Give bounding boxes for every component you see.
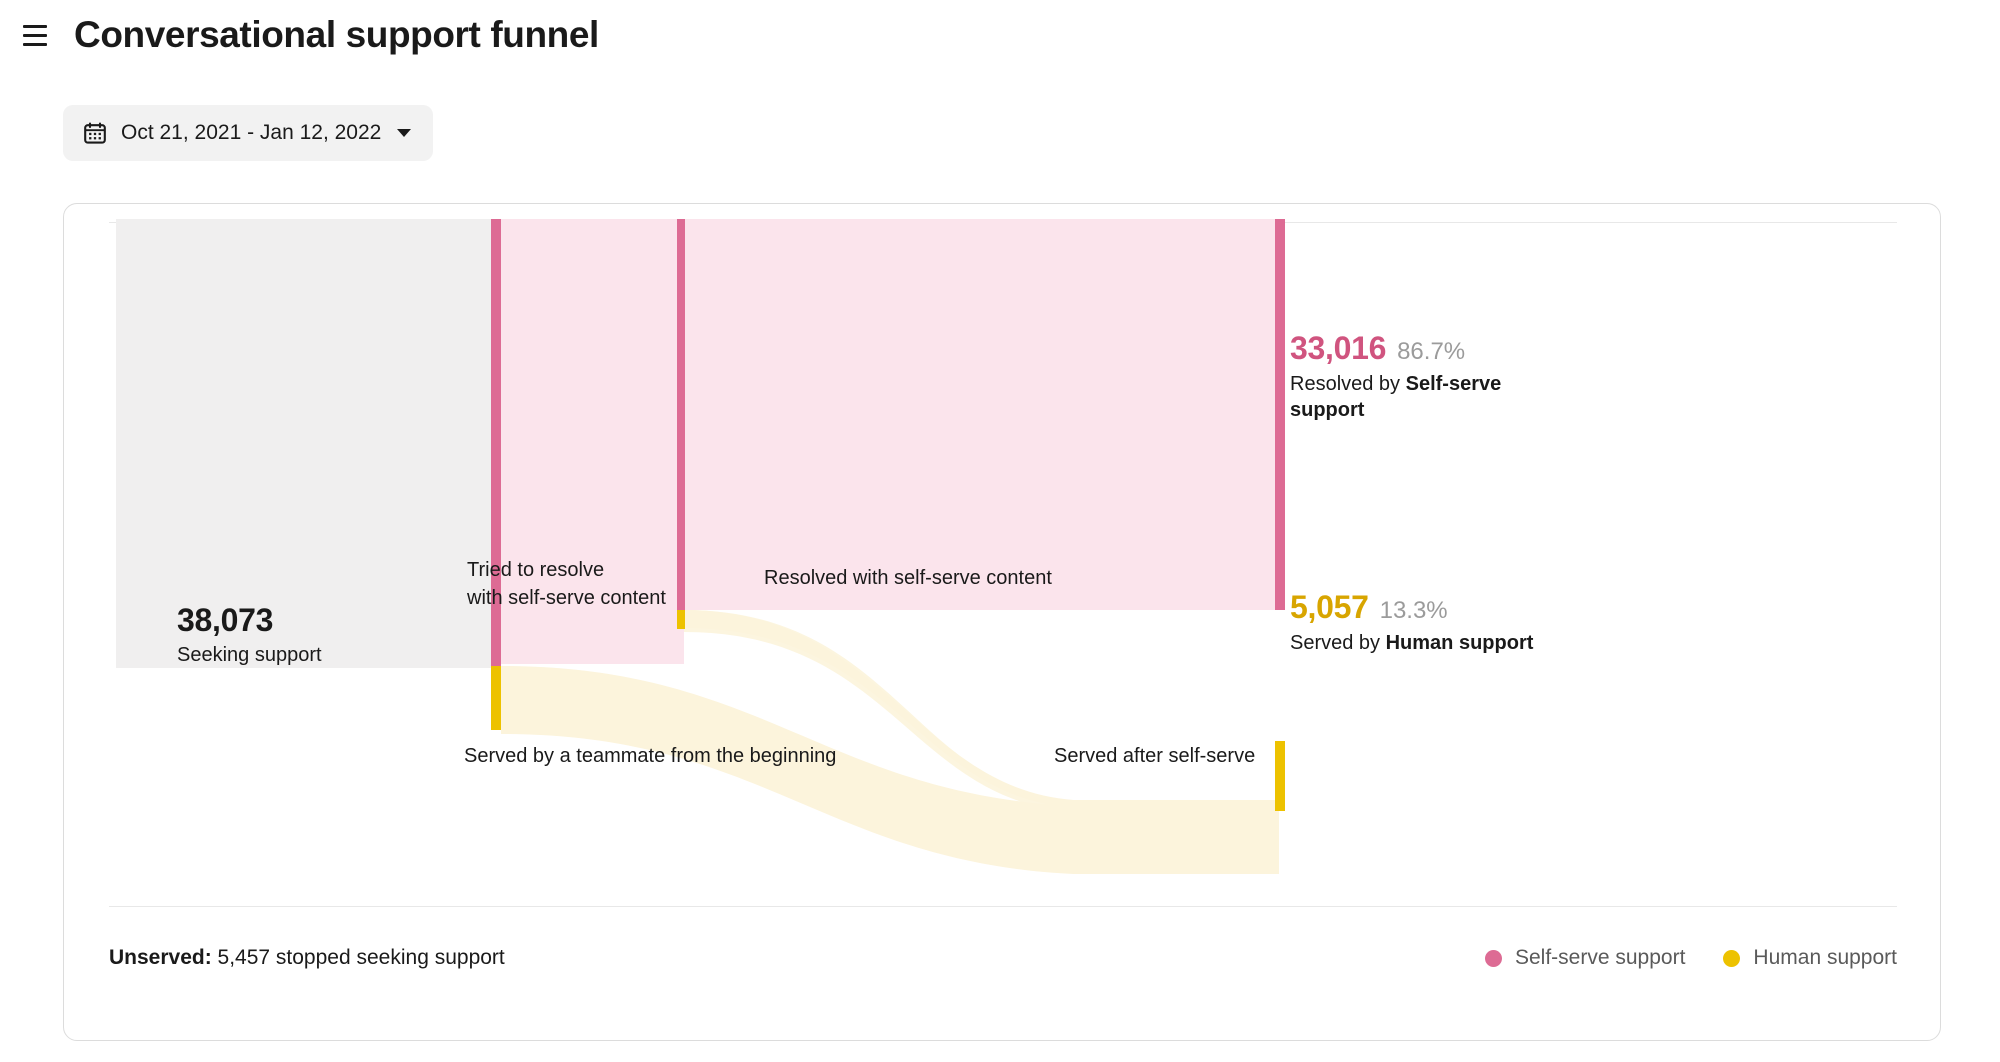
node-seeking-support: [116, 219, 491, 668]
flow-teammate-from-beginning: [501, 666, 1279, 874]
node-bar-human-2: [677, 610, 685, 629]
outcome-human-prefix: Served by: [1290, 632, 1386, 654]
node-bar-human-1: [491, 666, 501, 730]
outcome-human-support: 5,057 13.3% Served by Human support: [1290, 589, 1533, 656]
unserved-summary: Unserved: 5,457 stopped seeking support: [109, 946, 505, 970]
date-range-label: Oct 21, 2021 - Jan 12, 2022: [121, 121, 382, 144]
calendar-icon: [83, 121, 107, 145]
outcome-human-value: 5,057: [1290, 589, 1369, 625]
card-bottom-divider: [109, 906, 1897, 907]
outcome-self-serve-value: 33,016: [1290, 330, 1387, 366]
flow-label-resolved-self-serve: Resolved with self-serve content: [764, 567, 1052, 589]
flow-tried-self-serve: [501, 219, 684, 664]
chart-legend: Self-serve support Human support: [1485, 946, 1897, 970]
outcome-human-percent: 13.3%: [1379, 597, 1448, 624]
outcome-human-caption: Served by Human support: [1290, 630, 1533, 656]
legend-dot-self-serve-icon: [1485, 949, 1502, 967]
outcome-self-serve-percent: 86.7%: [1397, 338, 1466, 365]
chevron-down-icon: [397, 129, 412, 137]
sankey-svg: [116, 219, 1285, 874]
funnel-footer: Unserved: 5,457 stopped seeking support …: [64, 906, 1942, 1042]
legend-label-human: Human support: [1753, 946, 1897, 969]
node-bar-self-serve-out: [1275, 219, 1285, 610]
legend-item-human[interactable]: Human support: [1723, 946, 1897, 970]
hamburger-menu-icon[interactable]: [18, 18, 52, 52]
source-value: 38,073: [177, 602, 274, 638]
flow-label-tried-self-serve: Tried to resolve with self-serve content: [467, 559, 666, 610]
page-title: Conversational support funnel: [74, 14, 599, 55]
date-range-picker[interactable]: Oct 21, 2021 - Jan 12, 2022: [63, 105, 434, 161]
flow-label-served-after-self-serve: Served after self-serve: [1054, 745, 1256, 767]
funnel-card: 38,073 Seeking support Tried to resolve …: [63, 203, 1941, 1041]
flow-label-teammate-from-beginning: Served by a teammate from the beginning: [464, 745, 837, 767]
source-node-label: 38,073 Seeking support: [177, 602, 322, 667]
outcome-self-serve-prefix: Resolved by: [1290, 373, 1406, 395]
legend-dot-human-icon: [1723, 949, 1741, 967]
unserved-label: Unserved:: [109, 946, 212, 969]
outcome-self-serve-support: 33,016 86.7% Resolved by Self-serve supp…: [1290, 330, 1538, 424]
flow-resolved-self-serve: [684, 219, 1279, 610]
outcome-self-serve-strong: Self-serve support: [1290, 373, 1502, 422]
node-bar-human-out: [1275, 741, 1285, 811]
legend-item-self-serve[interactable]: Self-serve support: [1485, 946, 1685, 970]
node-bar-self-serve-1: [491, 219, 501, 666]
page-header: Conversational support funnel: [0, 0, 2000, 70]
sankey-chart: 38,073 Seeking support Tried to resolve …: [64, 204, 1942, 904]
unserved-text: 5,457 stopped seeking support: [211, 946, 505, 969]
flow-served-after-self-serve-body: [684, 610, 1279, 812]
source-label: Seeking support: [177, 644, 322, 666]
legend-label-self-serve: Self-serve support: [1515, 946, 1686, 969]
outcome-self-serve-caption: Resolved by Self-serve support: [1290, 371, 1538, 424]
outcome-human-strong: Human support: [1385, 632, 1534, 654]
node-bar-self-serve-2: [677, 219, 685, 610]
